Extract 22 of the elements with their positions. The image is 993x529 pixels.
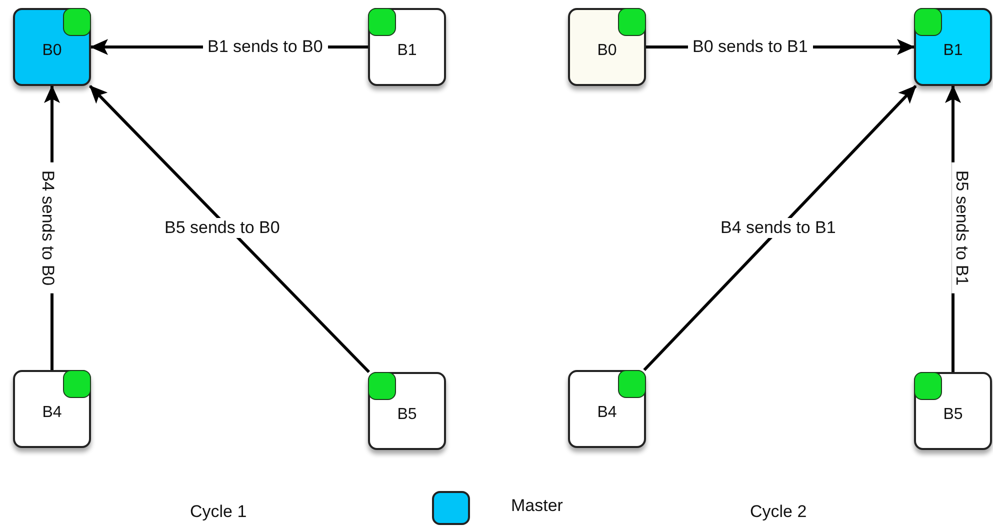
process-box [13,8,91,86]
node-label: B5 [396,406,418,424]
arrow [643,84,917,372]
process-box [914,372,992,450]
node-label: B0 [41,42,63,60]
process-box [568,8,646,86]
process-box [368,8,446,86]
process-box [368,372,446,450]
arrow [88,84,370,374]
process-box [914,8,992,86]
caption-text: Cycle 2 [750,502,807,522]
process-box [13,370,91,448]
node-label: B4 [596,404,618,422]
node-label: B0 [596,42,618,60]
edge-label: B5 sends to B1 [951,162,972,294]
process-box [568,370,646,448]
caption-text: Cycle 1 [190,502,247,522]
legend-label: Master [511,496,563,516]
node-label: B1 [942,42,964,60]
node-label: B4 [41,404,63,422]
node-label: B1 [396,42,418,60]
node-label: B5 [942,406,964,424]
